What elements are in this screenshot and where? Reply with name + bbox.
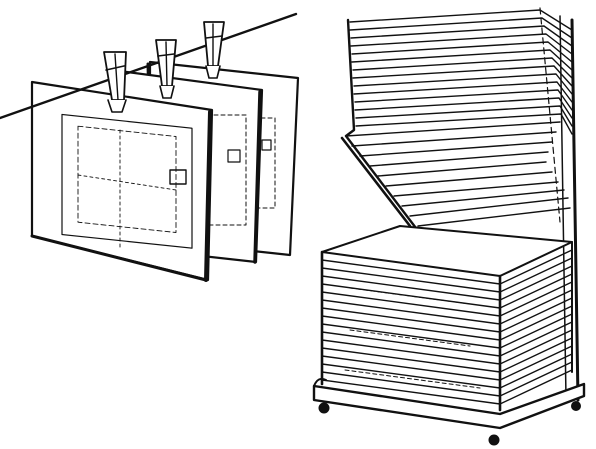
caster-wheel-icon (488, 434, 500, 446)
stacked-shelves (320, 225, 573, 412)
clothespin-icon (103, 51, 127, 113)
clothesline-group (0, 12, 300, 282)
caster-wheel-icon (571, 401, 581, 411)
caster-wheel-icon (318, 402, 330, 414)
clothesline-wire (0, 12, 298, 120)
drying-rack-group (312, 7, 586, 446)
cart-base (312, 382, 586, 430)
clothespin-icon (203, 21, 225, 79)
raised-shelves (345, 9, 573, 227)
hanging-sheet-front (30, 80, 214, 282)
clothespin-icon (155, 39, 177, 99)
